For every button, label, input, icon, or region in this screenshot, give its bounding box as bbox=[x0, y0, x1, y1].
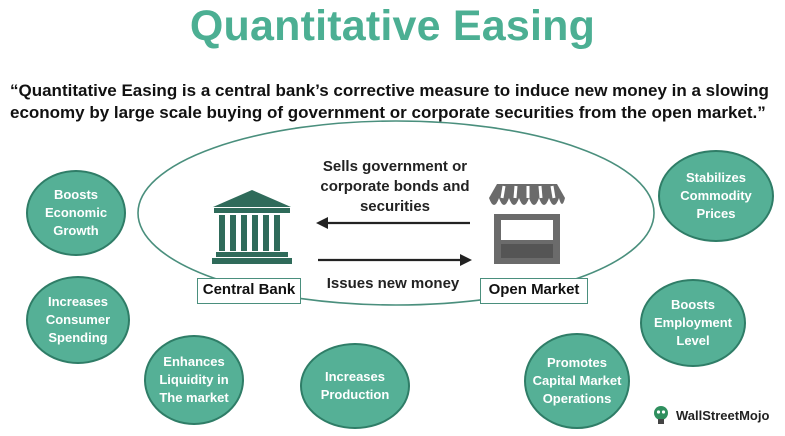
shop-icon bbox=[489, 184, 565, 264]
market-ellipse bbox=[137, 120, 655, 306]
brand-name: WallStreetMojo bbox=[676, 407, 770, 423]
arrow-right bbox=[318, 254, 472, 266]
boosts-growth-bubble: Boosts Economic Growth bbox=[26, 170, 126, 256]
promotes-capital-bubble: Promotes Capital Market Operations bbox=[524, 333, 630, 429]
increases-production-bubble: Increases Production bbox=[300, 343, 410, 429]
arrow-left bbox=[316, 217, 470, 229]
enhances-liquidity-bubble: Enhances Liquidity in The market bbox=[144, 335, 244, 425]
increases-spending-bubble: Increases Consumer Spending bbox=[26, 276, 130, 364]
central-bank-label: Central Bank bbox=[197, 278, 301, 304]
definition-text: “Quantitative Easing is a central bank’s… bbox=[10, 81, 769, 122]
stabilizes-prices-bubble: Stabilizes Commodity Prices bbox=[658, 150, 774, 242]
brand-logo: WallStreetMojo bbox=[650, 404, 769, 426]
boosts-employment-bubble: Boosts Employment Level bbox=[640, 279, 746, 367]
page-title: Quantitative Easing bbox=[189, 2, 596, 50]
open-market-label: Open Market bbox=[480, 278, 588, 304]
bank-icon bbox=[212, 190, 292, 264]
issues-money-text: Issues new money bbox=[326, 275, 460, 292]
brand-icon bbox=[654, 406, 668, 424]
sells-bonds-text: Sells government or corporate bonds and … bbox=[320, 158, 470, 215]
